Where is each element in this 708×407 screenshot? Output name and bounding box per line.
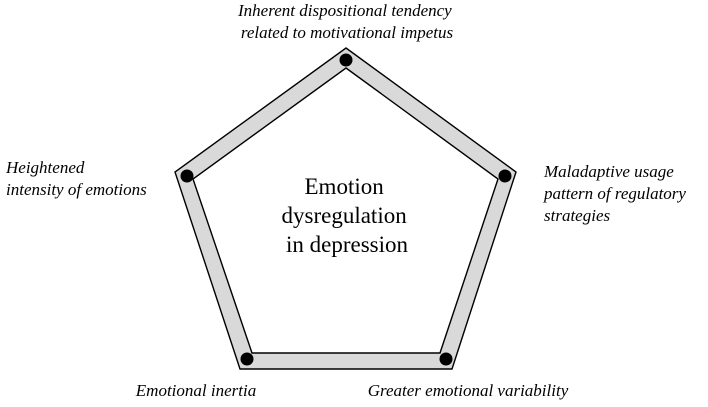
node-label-line: related to motivational impetus [241,23,454,42]
node-label-bottom-left: Emotional inertia [135,381,256,400]
node-label-line: Emotional inertia [135,381,256,400]
node-label-line: pattern of regulatory [543,184,686,203]
center-title-line: Emotion [305,174,385,199]
node-label-bottom-right: Greater emotional variability [368,381,569,400]
node-label-line: intensity of emotions [6,180,147,199]
node-label-line: Maladaptive usage [543,162,674,181]
node-dot-bottom-left [240,352,254,366]
node-label-line: Heightened [5,158,85,177]
node-label-line: Inherent dispositional tendency [237,1,452,20]
node-label-line: strategies [544,206,610,225]
pentagon-frame [174,47,517,370]
node-dot-top [339,53,353,67]
node-label-right: Maladaptive usage pattern of regulatory … [543,162,690,225]
node-label-top: Inherent dispositional tendency related … [237,1,456,42]
node-label-line: Greater emotional variability [368,381,569,400]
node-label-left: Heightened intensity of emotions [5,158,147,199]
node-dot-bottom-right [439,352,453,366]
center-title-line: in depression [286,232,409,257]
center-title-line: dysregulation [282,203,408,228]
center-title: Emotion dysregulation in depression [282,174,413,257]
node-dot-right [498,169,512,183]
node-dot-left [180,169,194,183]
